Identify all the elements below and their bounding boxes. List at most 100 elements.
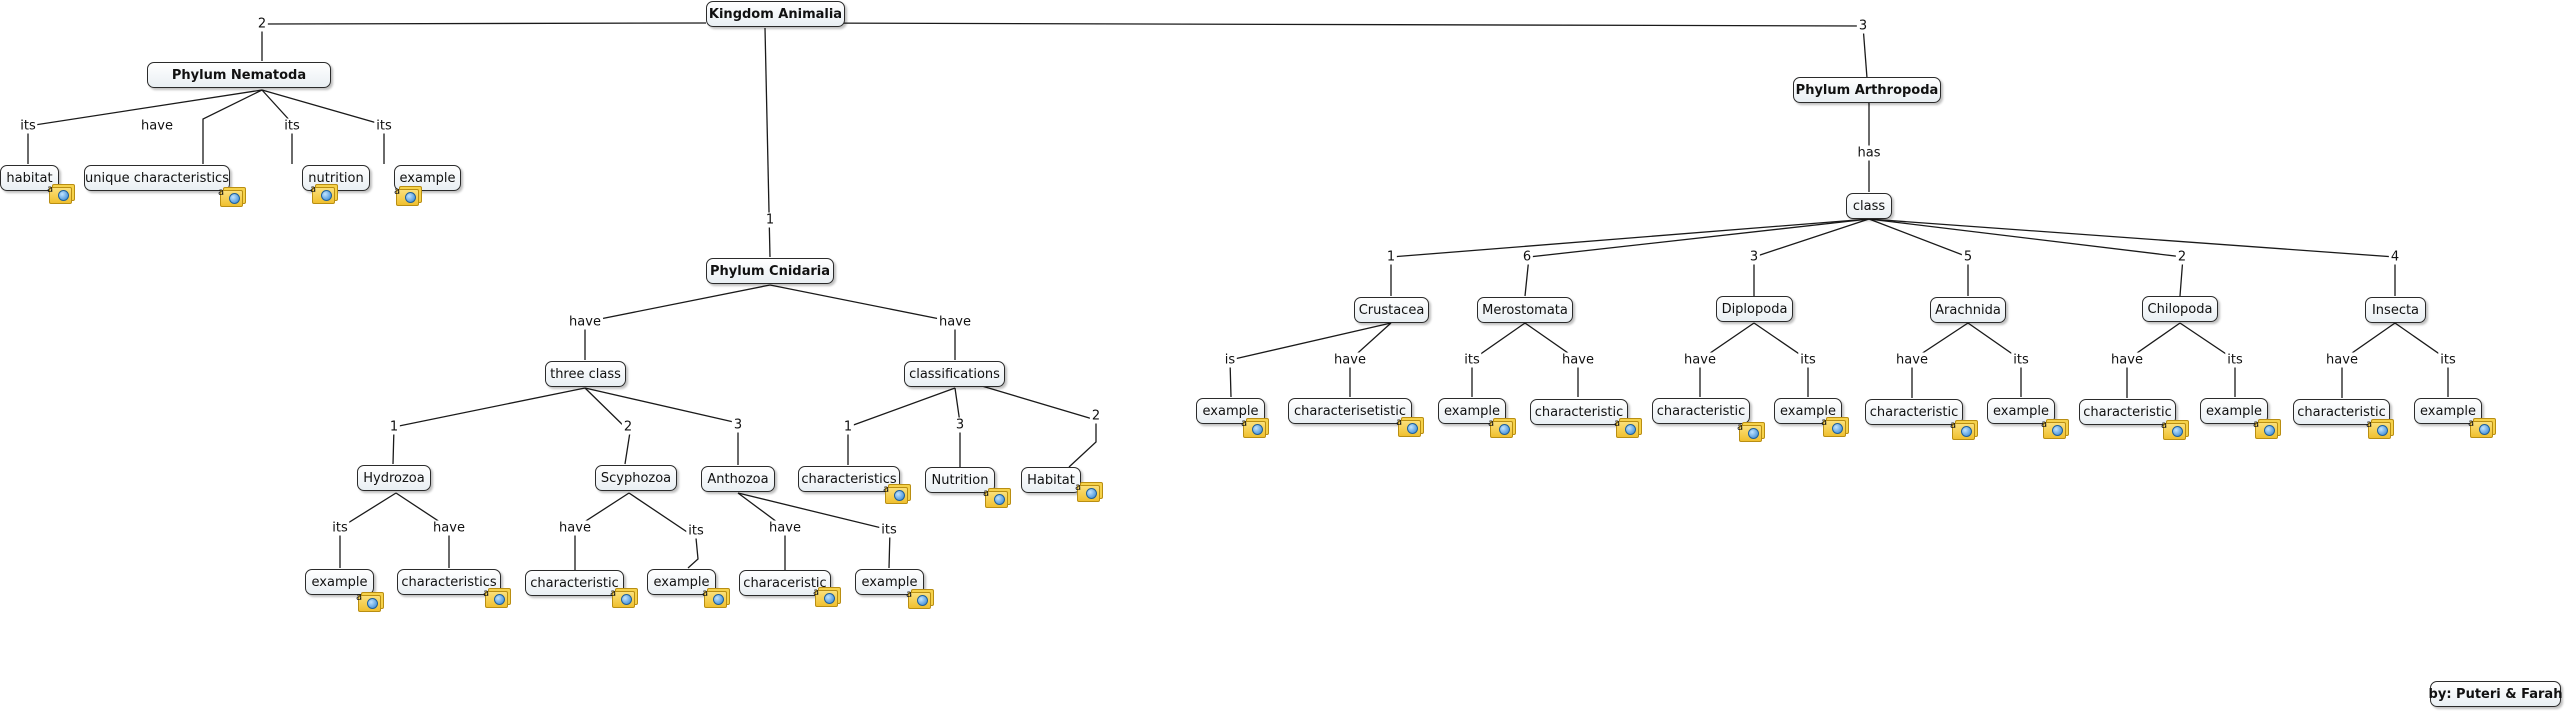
link-label-have: have [431, 520, 467, 536]
concept-characteristics[interactable]: characteristics [397, 569, 501, 595]
resource-folder-icon[interactable]: a [1396, 417, 1424, 437]
resource-folder-icon[interactable]: a [2468, 418, 2496, 438]
link-label-its: its [686, 523, 706, 539]
concept-crustacea[interactable]: Crustacea [1354, 297, 1429, 323]
link-label-its: its [282, 118, 302, 134]
link-label-have: have [2109, 352, 2145, 368]
resource-folder-icon[interactable]: a [483, 588, 511, 608]
link-label-two: 2 [621, 419, 635, 435]
link-label-one: 1 [841, 419, 855, 435]
link-label-its: its [1462, 352, 1482, 368]
link-label-have: have [937, 314, 973, 330]
concept-classifications[interactable]: classifications [904, 361, 1005, 387]
resource-folder-icon[interactable]: a [310, 184, 338, 204]
concept-characteristics[interactable]: characteristics [798, 466, 900, 492]
author-credit: by: Puteri & Farah [2429, 681, 2562, 707]
link-label-have: have [1560, 352, 1596, 368]
link-label-two: 2 [255, 16, 269, 32]
resource-folder-icon[interactable]: a [1950, 420, 1978, 440]
concept-example[interactable]: example [1987, 398, 2055, 424]
link-label-two: 2 [1089, 408, 1103, 424]
link-label-have: have [567, 314, 603, 330]
link-label-its: its [18, 118, 38, 134]
concept-phylum-arthropoda[interactable]: Phylum Arthropoda [1793, 77, 1941, 103]
link-label-have: have [2324, 352, 2360, 368]
resource-folder-icon[interactable]: a [2161, 420, 2189, 440]
link-label-three: 3 [1747, 249, 1761, 265]
link-label-its: its [2011, 352, 2031, 368]
resource-folder-icon[interactable]: a [2366, 419, 2394, 439]
link-label-its: its [1798, 352, 1818, 368]
link-label-have: have [1682, 352, 1718, 368]
link-label-have: have [557, 520, 593, 536]
link-label-its: its [2438, 352, 2458, 368]
link-label-have: have [139, 118, 175, 134]
concept-hydrozoa[interactable]: Hydrozoa [357, 465, 431, 491]
concept-chilopoda[interactable]: Chilopoda [2142, 296, 2218, 322]
resource-folder-icon[interactable]: a [1821, 417, 1849, 437]
resource-folder-icon[interactable]: a [1737, 422, 1765, 442]
resource-folder-icon[interactable]: a [883, 484, 911, 504]
concept-example[interactable]: example [855, 569, 924, 595]
concept-phylum-cnidaria[interactable]: Phylum Cnidaria [706, 258, 834, 284]
resource-folder-icon[interactable]: a [394, 186, 422, 206]
link-label-four: 4 [2388, 249, 2402, 265]
resource-folder-icon[interactable]: a [1488, 418, 1516, 438]
link-label-three: 3 [731, 417, 745, 433]
concept-example[interactable]: example [647, 569, 716, 595]
concept-example[interactable]: example [1438, 398, 1506, 424]
concept-diplopoda[interactable]: Diplopoda [1716, 296, 1793, 322]
link-label-has: has [1855, 145, 1883, 161]
concept-characteristic[interactable]: characteristic [1530, 399, 1628, 425]
link-label-one: 1 [763, 212, 777, 228]
link-label-six: 6 [1520, 249, 1534, 265]
resource-folder-icon[interactable]: a [813, 587, 841, 607]
concept-anthozoa[interactable]: Anthozoa [701, 466, 775, 492]
concept-merostomata[interactable]: Merostomata [1477, 297, 1573, 323]
link-label-its: its [330, 520, 350, 536]
resource-folder-icon[interactable]: a [2253, 419, 2281, 439]
concept-three-class[interactable]: three class [545, 361, 626, 387]
link-label-one: 1 [1384, 249, 1398, 265]
link-label-its: its [374, 118, 394, 134]
link-label-its: its [2225, 352, 2245, 368]
link-label-have: have [1894, 352, 1930, 368]
resource-folder-icon[interactable]: a [218, 187, 246, 207]
link-label-five: 5 [1961, 249, 1975, 265]
concept-insecta[interactable]: Insecta [2365, 297, 2426, 323]
root-concept-kingdom-animalia[interactable]: Kingdom Animalia [706, 1, 845, 27]
concept-characteristic[interactable]: characteristic [1652, 398, 1750, 424]
concept-phylum-nematoda[interactable]: Phylum Nematoda [147, 62, 331, 88]
concept-characterisetistic[interactable]: characterisetistic [1288, 398, 1412, 424]
resource-folder-icon[interactable]: a [2041, 419, 2069, 439]
resource-folder-icon[interactable]: a [906, 589, 934, 609]
link-label-three: 3 [1856, 18, 1870, 34]
resource-folder-icon[interactable]: a [356, 592, 384, 612]
resource-folder-icon[interactable]: a [1075, 482, 1103, 502]
link-label-one: 1 [387, 419, 401, 435]
resource-folder-icon[interactable]: a [610, 588, 638, 608]
concept-example[interactable]: example [2200, 398, 2268, 424]
concept-characteristic[interactable]: characteristic [1865, 399, 1963, 425]
concept-characteristic[interactable]: characteristic [525, 570, 624, 596]
concept-nutrition[interactable]: Nutrition [925, 467, 995, 493]
link-label-have: have [767, 520, 803, 536]
concept-habitat[interactable]: Habitat [1021, 467, 1081, 493]
resource-folder-icon[interactable]: a [1241, 418, 1269, 438]
concept-class[interactable]: class [1846, 193, 1892, 219]
concept-example[interactable]: example [305, 569, 374, 595]
resource-folder-icon[interactable]: a [1614, 418, 1642, 438]
concept-characteristic[interactable]: characteristic [2079, 399, 2176, 425]
link-label-is: is [1222, 352, 1238, 368]
link-label-its: its [879, 522, 899, 538]
concept-unique-characteristics[interactable]: unique characteristics [84, 165, 230, 191]
concept-habitat[interactable]: habitat [0, 165, 59, 191]
concept-arachnida[interactable]: Arachnida [1930, 297, 2006, 323]
concept-example[interactable]: example [2414, 398, 2482, 424]
resource-folder-icon[interactable]: a [983, 488, 1011, 508]
resource-folder-icon[interactable]: a [702, 588, 730, 608]
concept-scyphozoa[interactable]: Scyphozoa [595, 465, 677, 491]
resource-folder-icon[interactable]: a [47, 184, 75, 204]
